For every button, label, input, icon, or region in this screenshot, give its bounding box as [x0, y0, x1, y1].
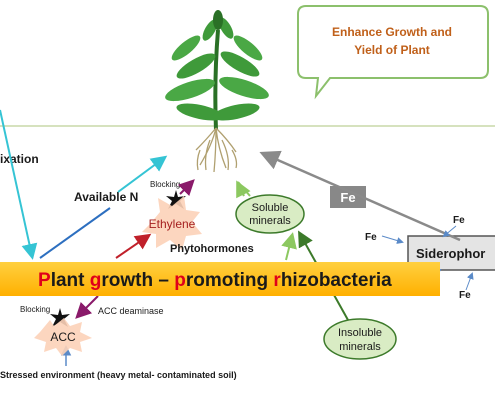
arrow-fe-to-root	[259, 150, 461, 242]
banner-title: Plant growth – promoting rhizobacteria	[38, 270, 392, 291]
arrow-banner-to-soluble	[281, 232, 297, 261]
acc-deaminase-label: ACC deaminase	[98, 306, 164, 316]
pgpr-banner: Plant growth – promoting rhizobacteria	[0, 262, 440, 296]
fe-label-1: Fe	[453, 215, 465, 226]
arrow-soluble-to-root	[237, 181, 251, 197]
arrow-available-n	[39, 207, 111, 259]
arrow-phyto-to-root	[236, 180, 251, 199]
arrows	[0, 109, 474, 366]
plant-illustration	[165, 10, 269, 173]
callout-line1: Enhance Growth and	[332, 25, 452, 39]
arrow-banner-to-ethylene	[115, 233, 152, 259]
acc-label: ACC	[50, 330, 76, 344]
ethylene-label: Ethylene	[149, 217, 196, 231]
fe-label-2: Fe	[365, 232, 377, 243]
arrow-blocked-to-root	[177, 179, 195, 197]
insoluble-line2: minerals	[339, 341, 381, 353]
arrow-fe2	[381, 235, 404, 244]
siderophore-label: Siderophor	[416, 246, 485, 261]
arrow-fe4	[465, 272, 474, 291]
callout-line2: Yield of Plant	[354, 43, 430, 57]
soluble-line2: minerals	[249, 215, 291, 227]
siderophore-box: Siderophor	[407, 235, 495, 271]
insoluble-line1: Insoluble	[338, 327, 382, 339]
ethylene-burst: Ethylene	[142, 196, 202, 250]
arrow-n-to-root	[117, 155, 168, 193]
arrow-fe1	[442, 225, 457, 238]
callout-bubble: Enhance Growth and Yield of Plant	[297, 5, 489, 100]
blocking-top-label: Blocking	[150, 180, 180, 189]
fixation-label: ixation	[0, 152, 39, 166]
acc-burst: ACC	[34, 318, 92, 356]
available-n-label: Available N	[74, 190, 138, 204]
soluble-line1: Soluble	[252, 202, 289, 214]
fe-label-4: Fe	[459, 290, 471, 301]
stressed-environment-label: Stressed environment (heavy metal- conta…	[0, 370, 237, 380]
phytohormones-label: Phytohormones	[170, 243, 254, 255]
blocking-bottom-label: Blocking	[20, 305, 50, 314]
arrow-acc-deaminase	[75, 295, 99, 319]
soluble-minerals-node: Soluble minerals	[235, 194, 305, 234]
arrow-fixation	[0, 109, 38, 260]
insoluble-minerals-node: Insoluble minerals	[323, 318, 397, 360]
